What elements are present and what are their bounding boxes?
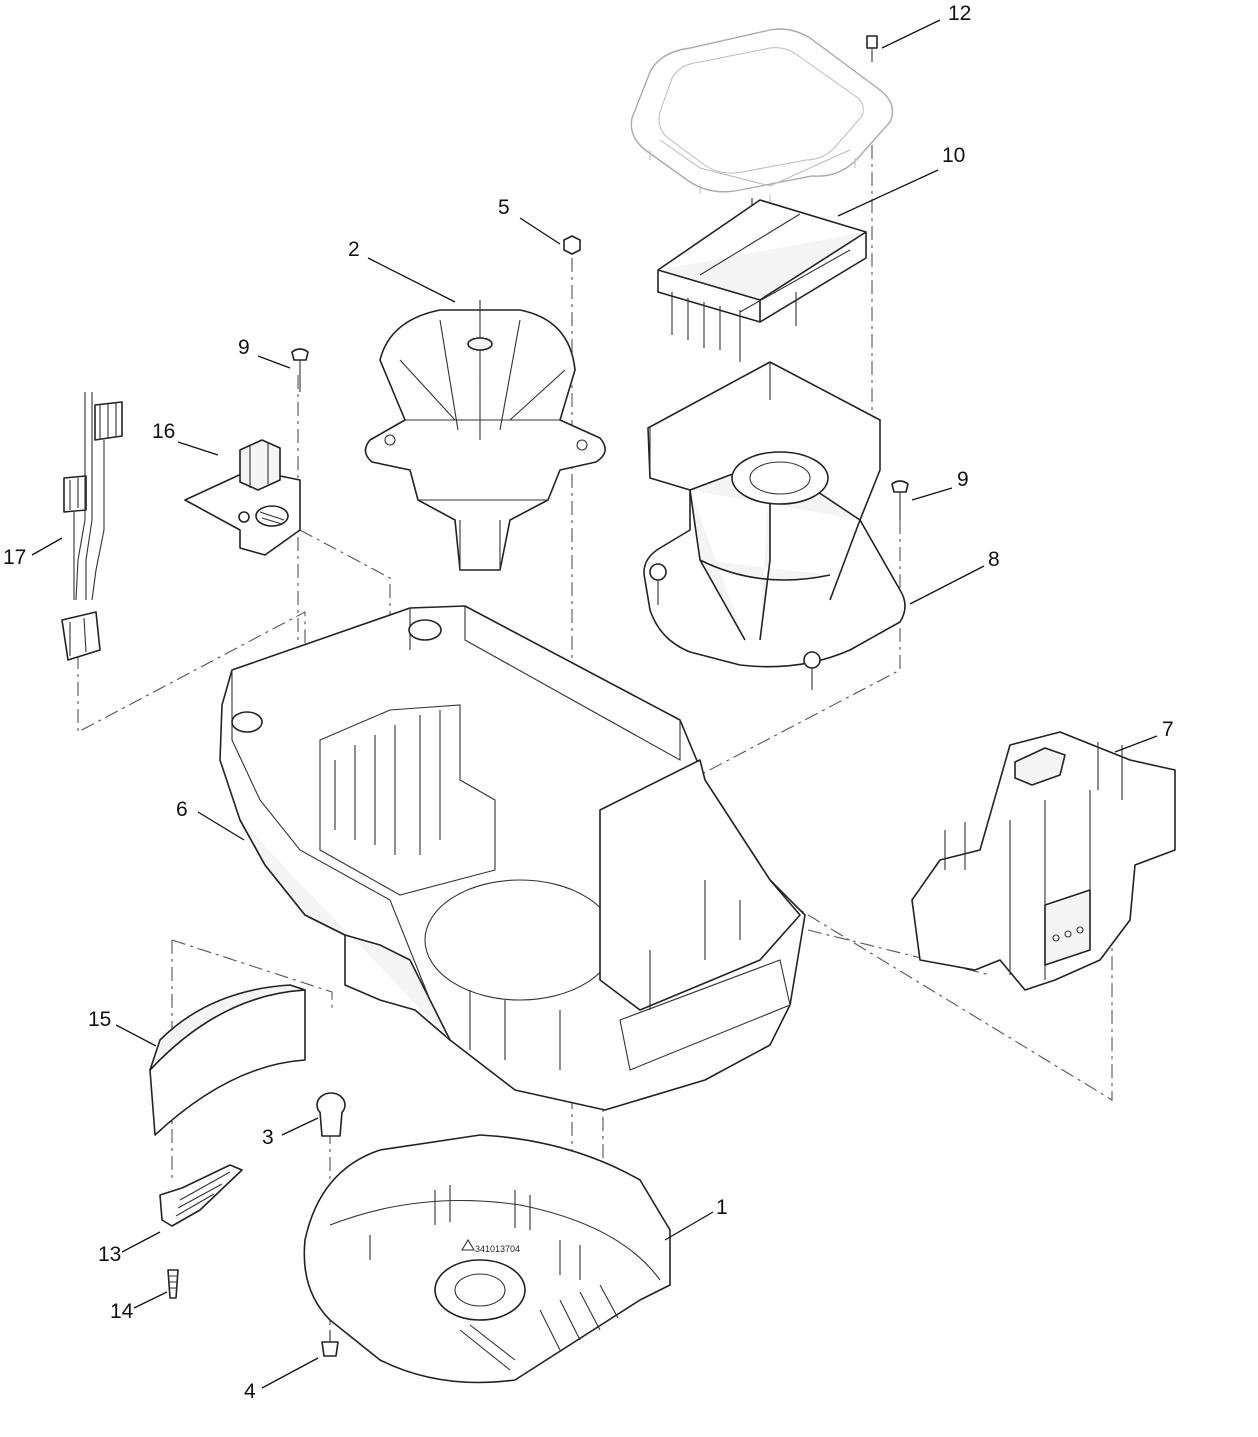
callout-6: 6 xyxy=(176,798,188,821)
callout-9-left: 9 xyxy=(238,336,250,359)
part-12-frame xyxy=(630,28,894,212)
part-13-strip xyxy=(159,1164,243,1227)
callout-1: 1 xyxy=(716,1196,728,1219)
part-14-screw xyxy=(167,1269,179,1299)
part-10-cover xyxy=(657,199,867,362)
callout-14: 14 xyxy=(110,1300,134,1323)
part-2-motor xyxy=(364,235,606,571)
leader-lines xyxy=(31,19,1158,1389)
part-16-switch xyxy=(184,348,309,556)
part-8-screws xyxy=(649,563,821,690)
callout-2: 2 xyxy=(348,238,360,261)
callout-13: 13 xyxy=(98,1243,121,1266)
part-17-wire-harness xyxy=(61,392,123,661)
part-6-housing xyxy=(219,605,806,1111)
part-4-screw xyxy=(321,1330,339,1357)
callout-7: 7 xyxy=(1162,718,1174,741)
callout-3: 3 xyxy=(262,1126,274,1149)
part-8-fan-housing xyxy=(643,361,909,690)
part-marking-text: 341013704 xyxy=(475,1244,520,1254)
part-1-base: 341013704 xyxy=(303,1134,671,1384)
callout-4: 4 xyxy=(244,1380,256,1403)
callout-10: 10 xyxy=(942,144,965,167)
callout-12: 12 xyxy=(948,2,971,25)
callout-labels: 12 10 5 2 9 16 9 8 17 7 6 15 3 1 13 14 4 xyxy=(3,2,1174,1403)
callout-8: 8 xyxy=(988,548,1000,571)
callout-17: 17 xyxy=(3,546,26,569)
callout-15: 15 xyxy=(88,1008,111,1031)
callout-5: 5 xyxy=(498,196,510,219)
callout-9-right: 9 xyxy=(957,468,969,491)
callout-16: 16 xyxy=(152,420,175,443)
part-7-control-box xyxy=(911,731,1176,991)
part-15-pad xyxy=(149,984,306,1136)
part-3-knob xyxy=(316,1092,346,1137)
